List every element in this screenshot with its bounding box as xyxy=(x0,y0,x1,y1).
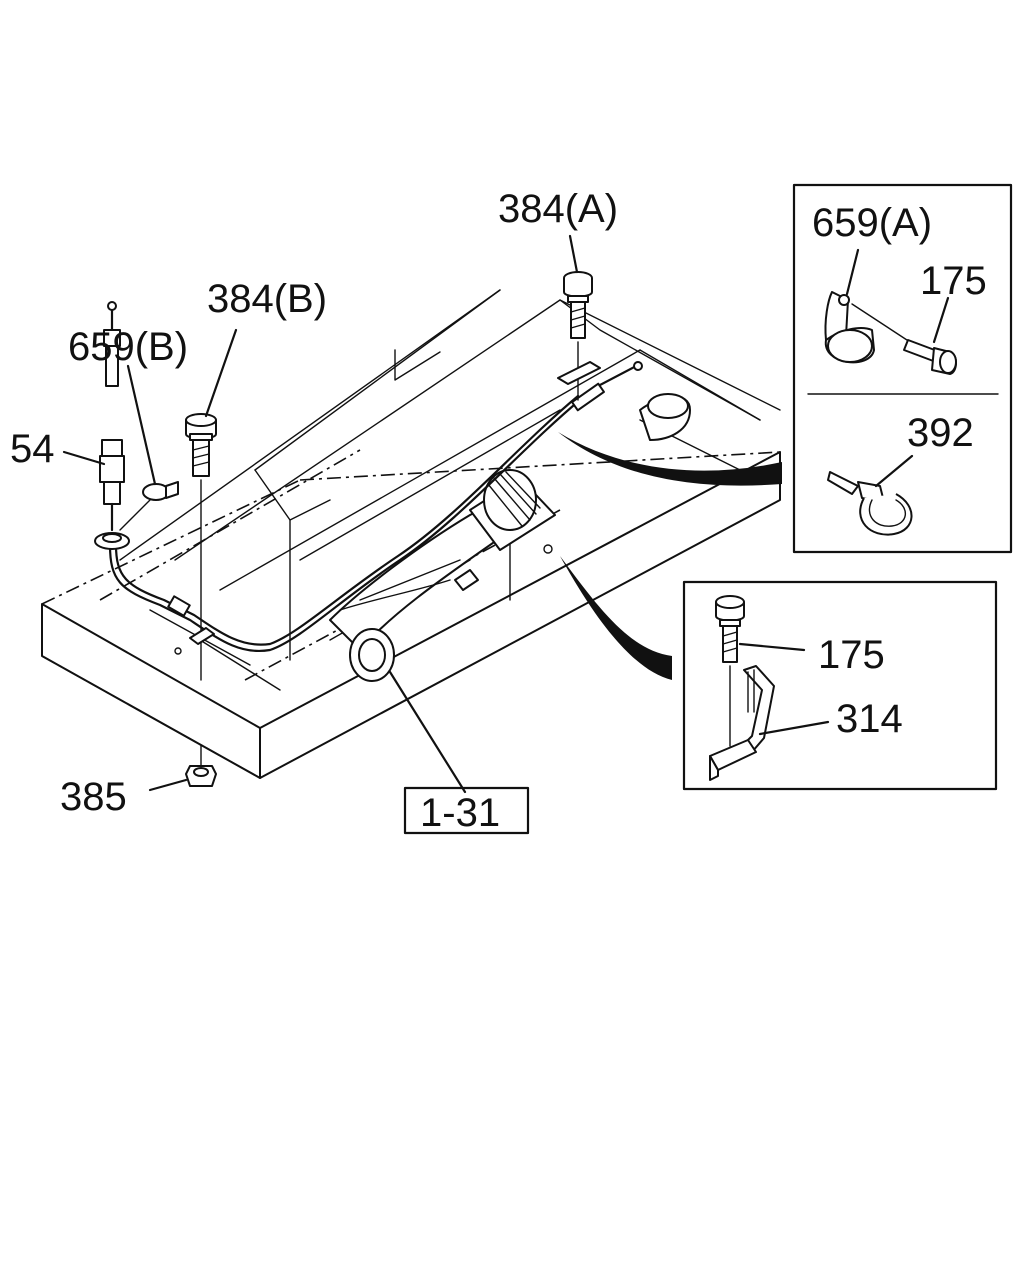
exhaust-pipe xyxy=(329,393,691,682)
label-175-lower: 175 xyxy=(818,633,885,677)
pointer-wedge-lower xyxy=(560,556,672,680)
clip-659b xyxy=(119,481,179,531)
control-cable xyxy=(108,361,643,653)
detail-box-upper xyxy=(792,183,1013,554)
cable-end-54 xyxy=(94,301,130,550)
chassis-frame xyxy=(41,289,781,779)
bellows xyxy=(483,469,541,531)
label-384a: 384(A) xyxy=(498,187,618,231)
label-385: 385 xyxy=(60,775,127,819)
label-1-31: 1-31 xyxy=(420,791,500,835)
label-659b: 659(B) xyxy=(68,325,188,369)
detail-box-lower xyxy=(682,580,998,791)
nut-385 xyxy=(185,744,217,787)
label-392: 392 xyxy=(907,411,974,455)
label-314: 314 xyxy=(836,697,903,741)
label-54: 54 xyxy=(10,427,55,471)
label-659a: 659(A) xyxy=(812,201,932,245)
leader-lines xyxy=(62,234,579,794)
bolt-384a xyxy=(557,271,601,401)
pointer-wedge-upper xyxy=(558,432,782,486)
label-384b: 384(B) xyxy=(207,277,327,321)
bolt-384b xyxy=(185,413,217,681)
label-175-upper: 175 xyxy=(920,259,987,303)
reference-box xyxy=(403,786,530,835)
